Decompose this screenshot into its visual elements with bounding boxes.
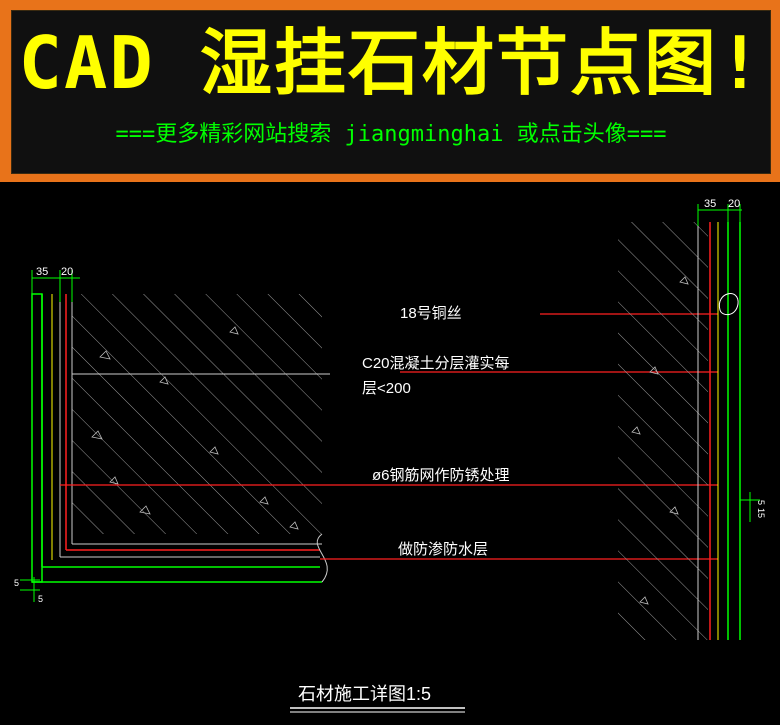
right-dim-5: 5 <box>756 500 766 505</box>
right-dim-15: 15 <box>756 508 766 518</box>
left-dim-20: 20 <box>61 266 73 278</box>
left-dim-5a: 5 <box>14 578 19 588</box>
banner-subtitle: ===更多精彩网站搜索 jiangminghai 或点击头像=== <box>115 122 667 147</box>
left-concrete-hatch <box>72 294 322 534</box>
label-rebar-mesh: ø6钢筋网作防锈处理 <box>372 467 510 484</box>
label-waterproof: 做防渗防水层 <box>398 541 488 558</box>
label-concrete-line2: 层<200 <box>362 380 411 397</box>
label-copper-wire: 18号铜丝 <box>400 305 462 322</box>
left-dim-5b: 5 <box>38 594 43 604</box>
right-dim-20: 20 <box>728 198 740 210</box>
page-title: CAD 湿挂石材节点图! <box>18 21 764 105</box>
drawing-caption: 石材施工详图1:5 <box>298 684 431 704</box>
banner-panel: CAD 湿挂石材节点图! ===更多精彩网站搜索 jiangminghai 或点… <box>11 10 771 174</box>
detail-drawing-svg: 35 20 5 5 35 20 <box>14 198 766 713</box>
right-section: 35 20 5 15 <box>618 198 766 640</box>
left-dim-35: 35 <box>36 266 48 278</box>
banner: CAD 湿挂石材节点图! ===更多精彩网站搜索 jiangminghai 或点… <box>0 0 780 182</box>
right-dim-35: 35 <box>704 198 716 210</box>
label-concrete-line1: C20混凝土分层灌实每 <box>362 355 510 372</box>
left-stone-band <box>31 293 43 583</box>
left-section: 35 20 5 5 <box>14 266 328 604</box>
cad-drawing: 35 20 5 5 35 20 <box>0 182 780 721</box>
